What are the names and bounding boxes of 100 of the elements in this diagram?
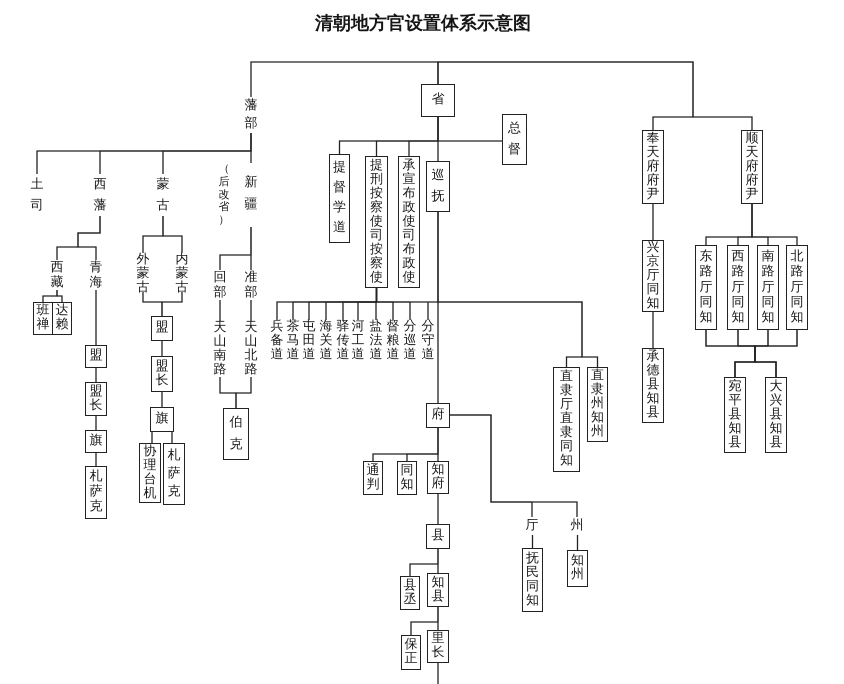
office-box: 直隶厅直隶同知 (553, 367, 580, 472)
office-box: 里长 (427, 630, 449, 663)
connector-line (437, 663, 439, 684)
office-box: 抚民同知 (522, 548, 543, 612)
connector-line (95, 453, 97, 466)
connector-line (437, 61, 753, 130)
note-text: （后改省） (218, 163, 230, 227)
connector-line (95, 290, 97, 345)
connector-line (151, 432, 153, 443)
office-box: 盟 (151, 316, 173, 341)
connector-line (250, 61, 439, 97)
office-box: 旗 (85, 430, 107, 453)
office-box: 顺天府府尹 (741, 130, 763, 204)
office-box: 达赖 (52, 302, 72, 335)
connector-line (95, 368, 97, 382)
circuit-label: 驿传道 (336, 320, 350, 362)
region-label: 土司 (29, 174, 45, 216)
office-box: 总督 (502, 114, 527, 165)
office-box: 同知 (397, 461, 417, 495)
office-box: 伯克 (223, 408, 249, 460)
circuit-label: 河工道 (351, 320, 365, 362)
connector-line (162, 216, 183, 253)
connector-line (754, 330, 798, 377)
connector-line (161, 341, 163, 356)
connector-line (437, 428, 439, 461)
connector-line (437, 494, 439, 524)
connector-line (751, 204, 798, 245)
circuit-label: 兵备道 (270, 320, 284, 362)
connector-line (652, 204, 654, 240)
office-box: 札萨克 (163, 443, 185, 505)
region-label: 天山南路 (212, 321, 228, 377)
office-box: 省 (421, 84, 455, 117)
office-box: 盟 (85, 345, 107, 368)
region-label: 回部 (212, 270, 228, 300)
office-box: 巡抚 (426, 161, 450, 212)
connector-line (161, 392, 163, 407)
connector-line (532, 535, 534, 548)
connector-line (56, 290, 63, 302)
connector-line (250, 300, 252, 321)
connector-line (437, 607, 439, 630)
office-box: 县 (426, 524, 450, 549)
connector-line (376, 287, 439, 321)
connector-line (95, 416, 97, 430)
connector-line (171, 432, 173, 443)
office-box: 直隶州知州 (587, 367, 608, 442)
office-box: 保正 (401, 635, 421, 670)
connector-line (450, 414, 578, 517)
region-label: 西藩 (92, 174, 108, 216)
office-box: 提督学道 (329, 154, 350, 243)
office-box: 协理台机 (139, 443, 161, 503)
region-label: 藩部 (243, 97, 259, 133)
office-box: 知州 (567, 550, 588, 587)
circuit-label: 分守道 (421, 320, 435, 362)
region-label: 外蒙古 (135, 253, 151, 292)
region-label: 青海 (88, 260, 104, 290)
office-box: 兴京厅同知 (642, 240, 664, 312)
office-box: 提刑按察使司按察使 (365, 156, 388, 288)
circuit-label: 督粮道 (386, 320, 400, 362)
connector-line (77, 216, 101, 260)
circuit-label: 海关道 (319, 320, 333, 362)
connector-line (250, 227, 252, 270)
connector-line (250, 133, 252, 163)
office-box: 奉天府府尹 (642, 130, 664, 204)
connector-line (576, 535, 578, 550)
region-label: 准部 (243, 270, 259, 300)
office-box: 盟长 (151, 356, 173, 392)
office-box: 府 (426, 403, 450, 428)
office-box: 北路厅同知 (786, 245, 808, 330)
connector-line (161, 292, 183, 316)
connector-line (219, 300, 221, 321)
office-box: 宛平县知县 (724, 377, 746, 453)
office-box: 通判 (363, 461, 383, 495)
office-box: 班禅 (33, 302, 53, 335)
office-box: 西路厅同知 (727, 245, 749, 330)
region-label: 蒙古 (155, 174, 171, 216)
region-label: 新疆 (244, 174, 258, 214)
office-box: 知府 (427, 461, 449, 494)
connector-line (437, 117, 439, 161)
unit-label: 州 (570, 517, 584, 535)
connector-line (652, 312, 654, 348)
connector-line (235, 377, 252, 408)
region-label: 西藏 (49, 260, 65, 290)
office-box: 札萨克 (85, 466, 107, 519)
office-box: 南路厅同知 (757, 245, 779, 330)
office-box: 大兴县知县 (765, 377, 787, 453)
region-label: 天山北路 (243, 321, 259, 377)
circuit-label: 屯田道 (302, 320, 316, 362)
office-box: 东路厅同知 (695, 245, 717, 330)
region-label: 内蒙古 (174, 253, 190, 292)
diagram-title: 清朝地方官设置体系示意图 (315, 13, 531, 35)
office-box: 承德县知县 (642, 348, 664, 423)
office-box: 旗 (150, 407, 174, 432)
office-box: 知县 (427, 573, 449, 607)
office-box: 县丞 (400, 576, 420, 610)
circuit-label: 茶马道 (286, 320, 300, 362)
circuit-label: 分巡道 (403, 320, 417, 362)
unit-label: 厅 (525, 517, 539, 535)
office-box: 承宣布政使司布政使 (398, 156, 420, 288)
office-box: 盟长 (85, 382, 107, 416)
connector-line (437, 549, 439, 573)
